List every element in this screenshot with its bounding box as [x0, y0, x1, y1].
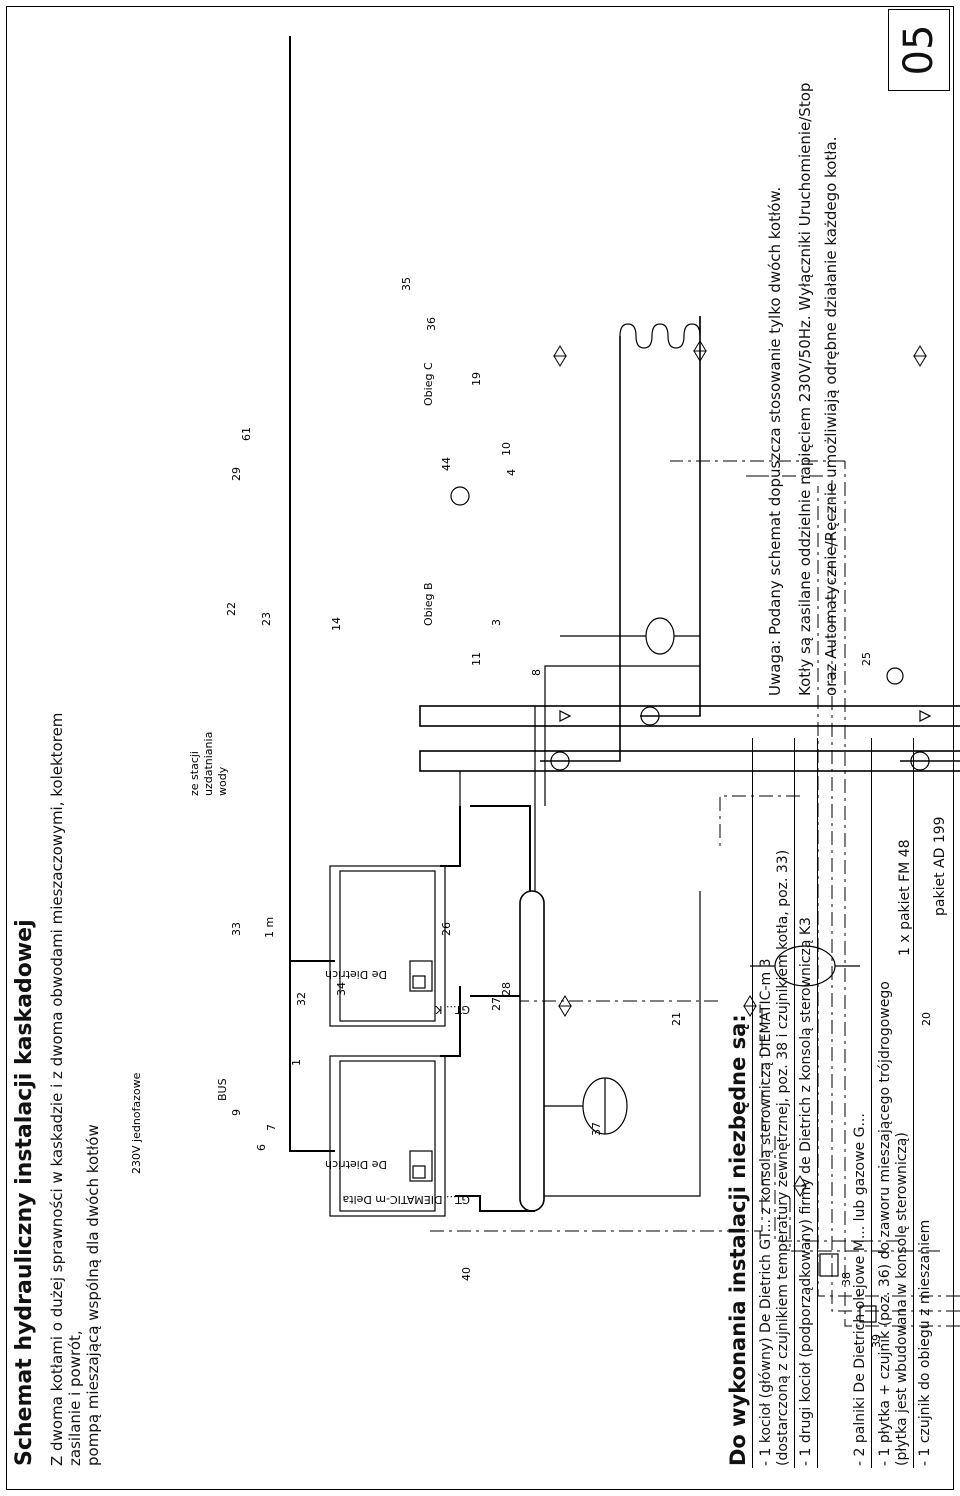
ref-number-6: 6 — [255, 1144, 268, 1151]
ref-number-3: 3 — [490, 619, 503, 626]
ref-number-35: 35 — [400, 277, 413, 291]
one-meter-label: 1 m — [263, 917, 276, 938]
package-fm48: 1 x pakiet FM 48 — [897, 839, 913, 956]
requirement-line: (dostarczoną z czujnikiem temperatury ze… — [775, 849, 791, 1466]
requirement-line: - 1 kocioł (główny) De Dietrich GT... z … — [758, 958, 774, 1467]
ref-number-20: 20 — [920, 1012, 933, 1026]
ref-number-14: 14 — [330, 617, 343, 631]
ref-number-9: 9 — [230, 1109, 243, 1116]
divider — [817, 738, 818, 1468]
ref-number-61: 61 — [240, 427, 253, 441]
bus-label: BUS — [216, 1078, 229, 1101]
ref-number-28: 28 — [500, 982, 513, 996]
ref-number-38: 38 — [840, 1272, 853, 1286]
ref-number-8: 8 — [530, 669, 543, 676]
ref-number-10: 10 — [500, 442, 513, 456]
circuit-b-label: Obieg B — [422, 583, 435, 627]
requirement-line: - 1 drugi kocioł (podporządkowany) firmy… — [798, 917, 814, 1466]
requirement-line: - 2 palniki De Dietrich olejowe M... lub… — [852, 1113, 868, 1466]
requirement-line: (płytka jest wbudowana w konsolę sterown… — [894, 1132, 910, 1466]
requirements-title: Do wykonania instalacji niezbędne są: — [726, 1014, 750, 1466]
power-label: 230V jednofazowe — [130, 1072, 143, 1174]
circuit-c-label: Obieg C — [422, 362, 435, 406]
boiler-main-type: GT... DIEMATIC-m Delta — [342, 1193, 470, 1206]
boiler-2-label: De Dietrich — [325, 968, 387, 981]
ref-number-19: 19 — [470, 372, 483, 386]
water-station-label-3: wody — [216, 766, 229, 796]
ref-number-39: 39 — [870, 1334, 883, 1348]
ref-number-34: 34 — [335, 982, 348, 996]
requirement-line: - 1 płytka + czujnik (poz. 36) do zaworu… — [877, 981, 893, 1466]
ref-number-25: 25 — [860, 652, 873, 666]
ref-number-22: 22 — [225, 602, 238, 616]
ref-number-21: 21 — [670, 1012, 683, 1026]
ref-number-23: 23 — [260, 612, 273, 626]
requirement-line: - 1 czujnik do obiegu z mieszaniem — [917, 1219, 933, 1466]
ref-number-44: 44 — [440, 457, 453, 471]
ref-number-32: 32 — [295, 992, 308, 1006]
note-line: Uwaga: Podany schemat dopuszcza stosowan… — [766, 186, 784, 696]
ref-number-26: 26 — [440, 922, 453, 936]
package-ad199: pakiet AD 199 — [932, 816, 948, 916]
ref-number-40: 40 — [460, 1267, 473, 1281]
ref-number-36: 36 — [425, 317, 438, 331]
divider — [752, 738, 753, 1468]
ref-number-29: 29 — [230, 467, 243, 481]
ref-number-37: 37 — [590, 1122, 603, 1136]
ref-number-4: 4 — [505, 469, 518, 476]
water-station-label-1: ze stacji — [188, 751, 201, 796]
divider — [871, 738, 872, 1468]
boiler-second-type: GT... K — [434, 1003, 470, 1016]
boiler-1-label: De Dietrich — [325, 1158, 387, 1171]
page-number: 05 — [888, 9, 950, 91]
ref-number-27: 27 — [490, 997, 503, 1011]
ref-number-1: 1 — [290, 1059, 303, 1066]
divider — [794, 738, 795, 1468]
ref-number-11: 11 — [470, 652, 483, 666]
ref-number-7: 7 — [265, 1124, 278, 1131]
ref-number-33: 33 — [230, 922, 243, 936]
note-line: Kotły są zasilane oddzielnie napięciem 2… — [796, 82, 814, 696]
note-line: oraz Automatycznie/Ręcznie umożliwiają o… — [822, 136, 840, 696]
water-station-label-2: uzdatniania — [202, 732, 215, 796]
